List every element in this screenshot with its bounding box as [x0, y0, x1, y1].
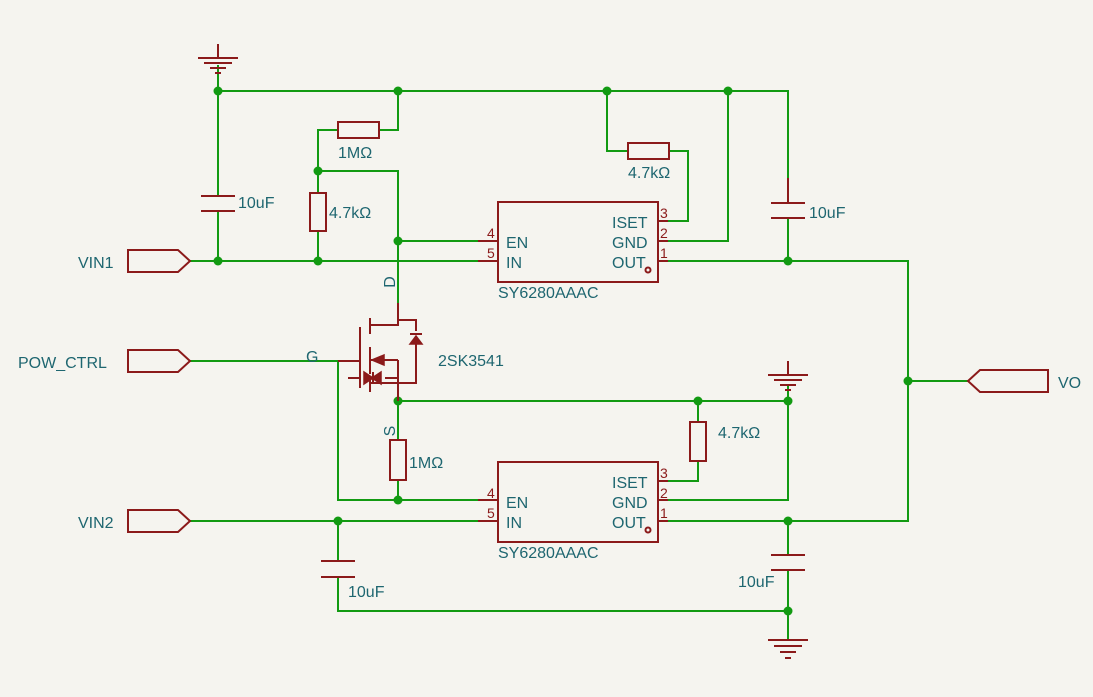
pin-label-en: EN	[506, 495, 528, 512]
junction-dot	[903, 376, 913, 386]
port-vin2[interactable]: VIN2	[78, 509, 192, 533]
port-label: VIN2	[78, 515, 114, 532]
pin-number: 4	[487, 485, 495, 501]
junction-dot	[213, 256, 223, 266]
mosfet-part-number: 2SK3541	[438, 353, 504, 370]
pin-number: 2	[660, 485, 668, 501]
port-vin1[interactable]: VIN1	[78, 249, 192, 273]
pin-number: 5	[487, 505, 495, 521]
junction-dot	[213, 86, 223, 96]
ic-part-number: SY6280AAAC	[498, 545, 599, 562]
resistor-value: 1MΩ	[338, 145, 372, 162]
capacitor-value: 10uF	[238, 195, 275, 212]
port-vo[interactable]: VO	[966, 369, 1081, 393]
pin-label-in: IN	[506, 515, 522, 532]
resistor-value: 4.7kΩ	[329, 205, 371, 222]
resistor-iset2[interactable]: 4.7kΩ	[689, 421, 760, 462]
pin-number: 5	[487, 245, 495, 261]
capacitor-value: 10uF	[738, 574, 775, 591]
pin-number: 3	[660, 465, 668, 481]
port-label: POW_CTRL	[18, 355, 107, 372]
ground-mid	[768, 361, 808, 391]
resistor-top[interactable]: 1MΩ	[337, 121, 380, 162]
mosfet-2sk3541[interactable]: 2SK3541 G D S	[306, 276, 504, 436]
ic-sy6280-top[interactable]: EN IN ISET GND OUT 4 5 3 2 1 SY6280AAAC	[478, 201, 668, 302]
pin-label-en: EN	[506, 235, 528, 252]
pin-number: 2	[660, 225, 668, 241]
capacitor-out2[interactable]: 10uF	[738, 554, 805, 591]
pin-number: 4	[487, 225, 495, 241]
pin-label-in: IN	[506, 255, 522, 272]
pin-number: 1	[660, 505, 668, 521]
resistor-iset1[interactable]: 4.7kΩ	[627, 142, 670, 182]
resistor-value: 4.7kΩ	[628, 165, 670, 182]
pin-label-out: OUT	[612, 255, 646, 272]
port-label: VIN1	[78, 255, 114, 272]
pin-label-out: OUT	[612, 515, 646, 532]
capacitor-value: 10uF	[348, 584, 385, 601]
pin-label-iset: ISET	[612, 215, 648, 232]
junction-dot	[783, 256, 793, 266]
mosfet-pin-g: G	[306, 349, 318, 366]
junction-dot	[723, 86, 733, 96]
ic-part-number: SY6280AAAC	[498, 285, 599, 302]
junction-dot	[693, 396, 703, 406]
ic-sy6280-bottom[interactable]: EN IN ISET GND OUT 4 5 3 2 1 SY6280AAAC	[478, 461, 668, 562]
capacitor-value: 10uF	[809, 205, 846, 222]
junction-dot	[313, 166, 323, 176]
junction-dot	[393, 86, 403, 96]
junction-dot	[783, 516, 793, 526]
capacitor-out1[interactable]: 10uF	[771, 178, 846, 222]
capacitor-vin2[interactable]: 10uF	[321, 560, 385, 601]
mosfet-pin-d: D	[382, 276, 399, 288]
pin-label-gnd: GND	[612, 235, 648, 252]
ground-bottom	[768, 639, 808, 659]
junction-dot	[313, 256, 323, 266]
pin-label-gnd: GND	[612, 495, 648, 512]
resistor-value: 4.7kΩ	[718, 425, 760, 442]
junction-dot	[333, 516, 343, 526]
mosfet-pin-s: S	[382, 426, 399, 437]
resistor-value: 1MΩ	[409, 455, 443, 472]
junction-dot	[783, 396, 793, 406]
pin-number: 3	[660, 205, 668, 221]
resistor-pullup[interactable]: 4.7kΩ	[309, 192, 371, 232]
junction-dot	[393, 236, 403, 246]
junction-dot	[602, 86, 612, 96]
port-pow-ctrl[interactable]: POW_CTRL	[18, 349, 192, 373]
resistor-gate-source[interactable]: 1MΩ	[389, 439, 443, 481]
junction-dot	[393, 495, 403, 505]
ground-top	[198, 44, 238, 74]
port-label: VO	[1058, 375, 1081, 392]
capacitor-vin1[interactable]: 10uF	[201, 195, 275, 212]
junction-dot	[783, 606, 793, 616]
pin-number: 1	[660, 245, 668, 261]
pin-label-iset: ISET	[612, 475, 648, 492]
